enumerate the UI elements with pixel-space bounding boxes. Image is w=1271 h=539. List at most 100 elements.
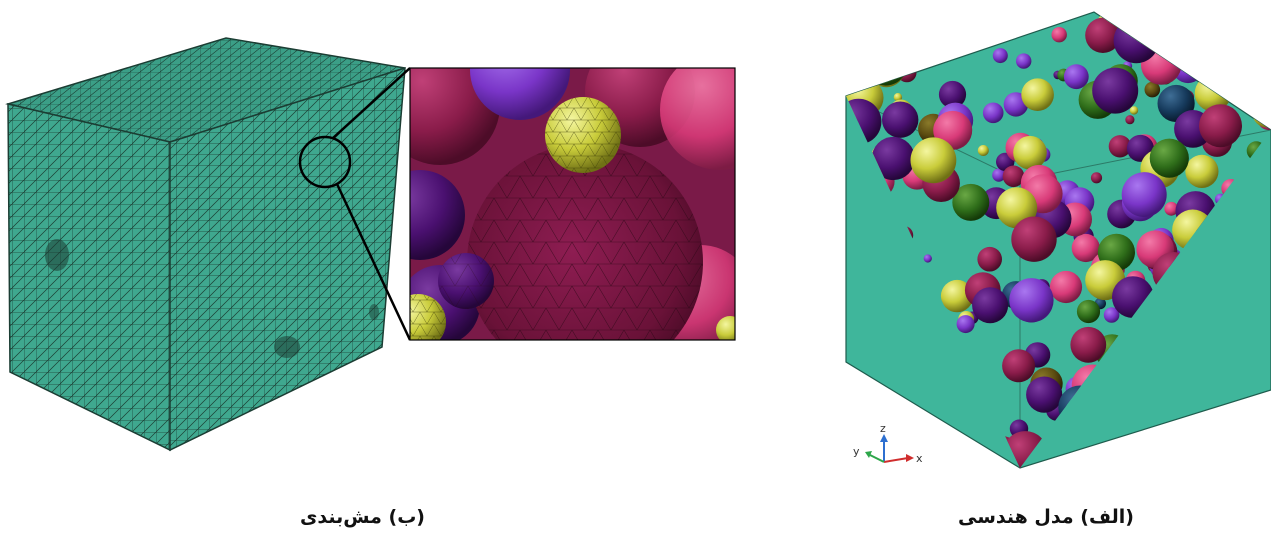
particle-sphere [1021, 78, 1054, 111]
particle-sphere [1063, 64, 1089, 90]
particle-sphere [1108, 135, 1132, 158]
particle-sphere [915, 48, 929, 62]
particle-sphere [1002, 349, 1036, 383]
particle-sphere [1221, 12, 1258, 44]
particle-sphere [900, 29, 930, 59]
geometry-caption: (الف) مدل هندسی [958, 506, 1134, 528]
leader-line [332, 67, 411, 139]
particle-sphere [916, 16, 951, 51]
particle-sphere [1181, 450, 1197, 467]
particle-sphere [1009, 278, 1054, 323]
particle-sphere [952, 183, 990, 221]
particle-sphere [1246, 40, 1256, 51]
particle-sphere [977, 145, 989, 156]
particle-sphere [1090, 172, 1103, 184]
particle-sphere [866, 33, 880, 47]
particle-sphere [977, 246, 1002, 272]
particle-sphere [856, 393, 867, 404]
particle-sphere [933, 445, 944, 456]
meshed-cube [5, 37, 406, 452]
mesh-caption: (ب) مش‌بندی [300, 506, 425, 528]
particle-sphere [1121, 172, 1167, 218]
zoomed-inset [410, 68, 735, 340]
particle-sphere [1049, 270, 1083, 304]
particle-sphere [923, 254, 932, 263]
particle-sphere [1159, 25, 1172, 38]
particle-sphere [1212, 37, 1225, 50]
particle-sphere [1235, 13, 1271, 49]
particle-sphere [1210, 64, 1227, 80]
particle-sphere [1119, 435, 1161, 468]
particle-sphere [1011, 216, 1057, 262]
particle-sphere [893, 93, 903, 102]
particle-sphere [895, 54, 908, 67]
mesh-refinement-spot [369, 304, 379, 320]
particle-sphere [1013, 135, 1047, 170]
particle-sphere [886, 392, 897, 404]
particle-sphere [846, 371, 876, 412]
magnification-callout [298, 67, 412, 341]
particle-sphere [871, 136, 915, 181]
particle-sphere [869, 12, 895, 33]
particle-sphere [1226, 16, 1252, 42]
particle-sphere [982, 102, 1004, 124]
particle-sphere [992, 48, 1008, 64]
particle-sphere [882, 101, 919, 138]
particle-sphere [956, 315, 975, 334]
particle-sphere [992, 168, 1006, 182]
particle-sphere [1076, 299, 1101, 324]
particle-sphere [928, 28, 941, 41]
particle-sphere [972, 287, 1009, 324]
particle-sphere [867, 50, 905, 88]
particle-sphere [1144, 81, 1161, 98]
particle-sphere [1199, 104, 1242, 148]
particle-sphere [1177, 413, 1215, 451]
mesh-refinement-spot [45, 239, 69, 271]
particle-sphere [1125, 115, 1135, 125]
particle-sphere [1185, 154, 1219, 188]
particle-sphere [1071, 233, 1100, 263]
particle-sphere [1016, 53, 1032, 69]
magnification-circle [298, 135, 352, 189]
particle-sphere [895, 36, 910, 51]
particle-sphere [846, 70, 860, 89]
particle-sphere [1092, 67, 1139, 114]
particle-sphere [1085, 17, 1121, 53]
particle-sphere [1180, 12, 1219, 49]
particle-sphere [1239, 71, 1271, 107]
particle-sphere [910, 137, 957, 184]
particle-sphere [1232, 398, 1258, 425]
particle-sphere [1026, 376, 1063, 413]
particle-sphere [1113, 17, 1160, 64]
particle-sphere [1218, 30, 1246, 59]
triad-z-label: z [880, 422, 886, 435]
particle-sphere [1002, 165, 1025, 188]
geometric-model [845, 11, 1271, 469]
mesh-refinement-spot [274, 336, 300, 358]
mesh-cube-right-face [169, 66, 406, 452]
particle-sphere [931, 433, 970, 468]
mesh-cube-left-face [7, 103, 171, 452]
particle-sphere [863, 41, 908, 86]
particle-sphere [1219, 415, 1247, 443]
particle-sphere [1164, 201, 1179, 216]
particle-sphere [1201, 26, 1229, 54]
particle-sphere [1144, 424, 1181, 460]
particle-sphere [1051, 27, 1067, 43]
particle-sphere [1070, 326, 1107, 363]
particle-sphere [850, 380, 881, 412]
particle-sphere [1242, 30, 1258, 45]
particle-sphere [1149, 138, 1189, 178]
particle-sphere [1162, 434, 1186, 458]
leader-line [335, 183, 412, 341]
triad-y-label: y [853, 445, 860, 458]
particle-sphere [1246, 48, 1255, 57]
particle-sphere [1103, 307, 1120, 323]
particle-sphere [846, 429, 855, 440]
particle-sphere [884, 413, 923, 452]
particle-sphere [1129, 106, 1139, 115]
particle-sphere [878, 58, 891, 72]
axis-triad: z x y [853, 422, 923, 465]
triad-x-label: x [916, 452, 923, 465]
